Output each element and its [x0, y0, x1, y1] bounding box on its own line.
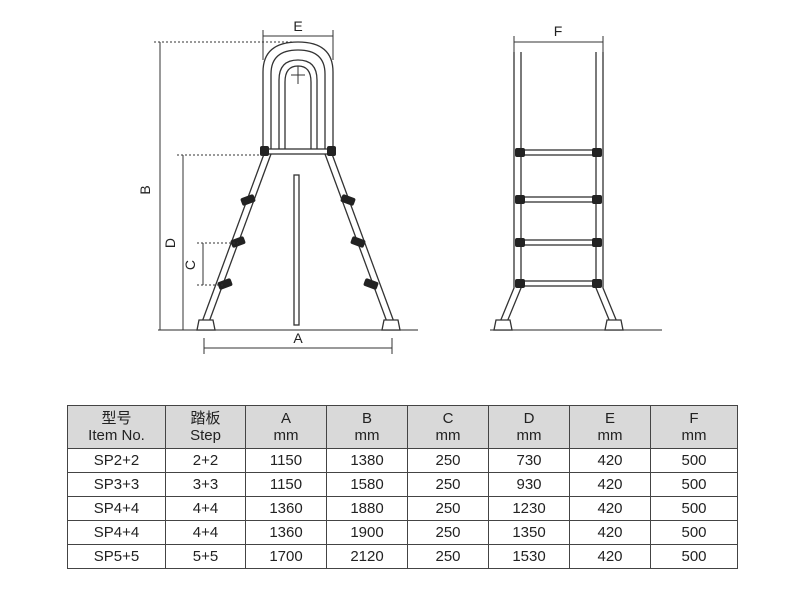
handrail-outer: [262, 41, 334, 150]
table-cell: 1580: [326, 472, 408, 497]
table-cell: 1230: [488, 496, 570, 521]
table-cell: 730: [488, 448, 570, 473]
label-d: D: [162, 238, 178, 248]
table-row: SP4+4 4+4 1360 1880 250 1230 420 500: [67, 496, 738, 521]
table-cell: SP4+4: [67, 496, 166, 521]
front-step: [520, 149, 597, 156]
label-c: C: [182, 260, 198, 270]
table-cell: 420: [569, 448, 651, 473]
table-cell: 1360: [245, 520, 327, 545]
table-cell: 250: [407, 472, 489, 497]
table-cell: 420: [569, 520, 651, 545]
label-f: F: [554, 23, 563, 39]
label-e: E: [293, 18, 302, 34]
table-cell: 1530: [488, 544, 570, 569]
table-cell: SP4+4: [67, 520, 166, 545]
table-cell: 1150: [245, 448, 327, 473]
table-cell: 500: [650, 544, 738, 569]
table-cell: 2+2: [165, 448, 246, 473]
side-right-foot: [381, 319, 401, 331]
table-cell: SP3+3: [67, 472, 166, 497]
ladder-diagram: E B D C A F: [137, 18, 662, 354]
table-cell: 1880: [326, 496, 408, 521]
table-cell: 1900: [326, 520, 408, 545]
handrail-loop-outer: [278, 59, 318, 150]
table-row: SP2+2 2+2 1150 1380 250 730 420 500: [67, 448, 738, 473]
label-a: A: [293, 330, 303, 346]
front-step: [520, 196, 597, 203]
front-step: [520, 239, 597, 246]
dimension-lines-front: [513, 36, 604, 55]
center-pole: [293, 174, 300, 326]
table-cell: 4+4: [165, 520, 246, 545]
table-cell: SP2+2: [67, 448, 166, 473]
table-cell: 1150: [245, 472, 327, 497]
table-cell: SP5+5: [67, 544, 166, 569]
table-cell: 1360: [245, 496, 327, 521]
label-b: B: [137, 185, 153, 194]
side-view-joints: [217, 146, 379, 290]
crosshair-icon: [291, 66, 305, 84]
table-cell: 500: [650, 496, 738, 521]
table-cell: 420: [569, 472, 651, 497]
table-row: SP4+4 4+4 1360 1900 250 1350 420 500: [67, 520, 738, 545]
table-cell: 1350: [488, 520, 570, 545]
front-right-foot: [604, 319, 624, 331]
table-cell: 1700: [245, 544, 327, 569]
table-cell: 930: [488, 472, 570, 497]
table-cell: 420: [569, 496, 651, 521]
side-left-foot: [196, 319, 216, 331]
table-row: SP5+5 5+5 1700 2120 250 1530 420 500: [67, 544, 738, 569]
dimension-lines-side: [154, 30, 393, 354]
table-cell: 500: [650, 520, 738, 545]
table-cell: 250: [407, 496, 489, 521]
table-cell: 420: [569, 544, 651, 569]
table-cell: 4+4: [165, 496, 246, 521]
handrail-inner: [270, 49, 326, 150]
table-cell: 250: [407, 544, 489, 569]
table-cell: 250: [407, 520, 489, 545]
front-left-foot: [493, 319, 513, 331]
table-cell: 1380: [326, 448, 408, 473]
table-cell: 2120: [326, 544, 408, 569]
table-cell: 5+5: [165, 544, 246, 569]
table-cell: 3+3: [165, 472, 246, 497]
top-crossbar: [263, 148, 333, 155]
table-cell: 500: [650, 448, 738, 473]
front-step: [520, 280, 597, 287]
table-cell: 250: [407, 448, 489, 473]
table-row: SP3+3 3+3 1150 1580 250 930 420 500: [67, 472, 738, 497]
table-cell: 500: [650, 472, 738, 497]
front-view-joints: [515, 148, 602, 288]
